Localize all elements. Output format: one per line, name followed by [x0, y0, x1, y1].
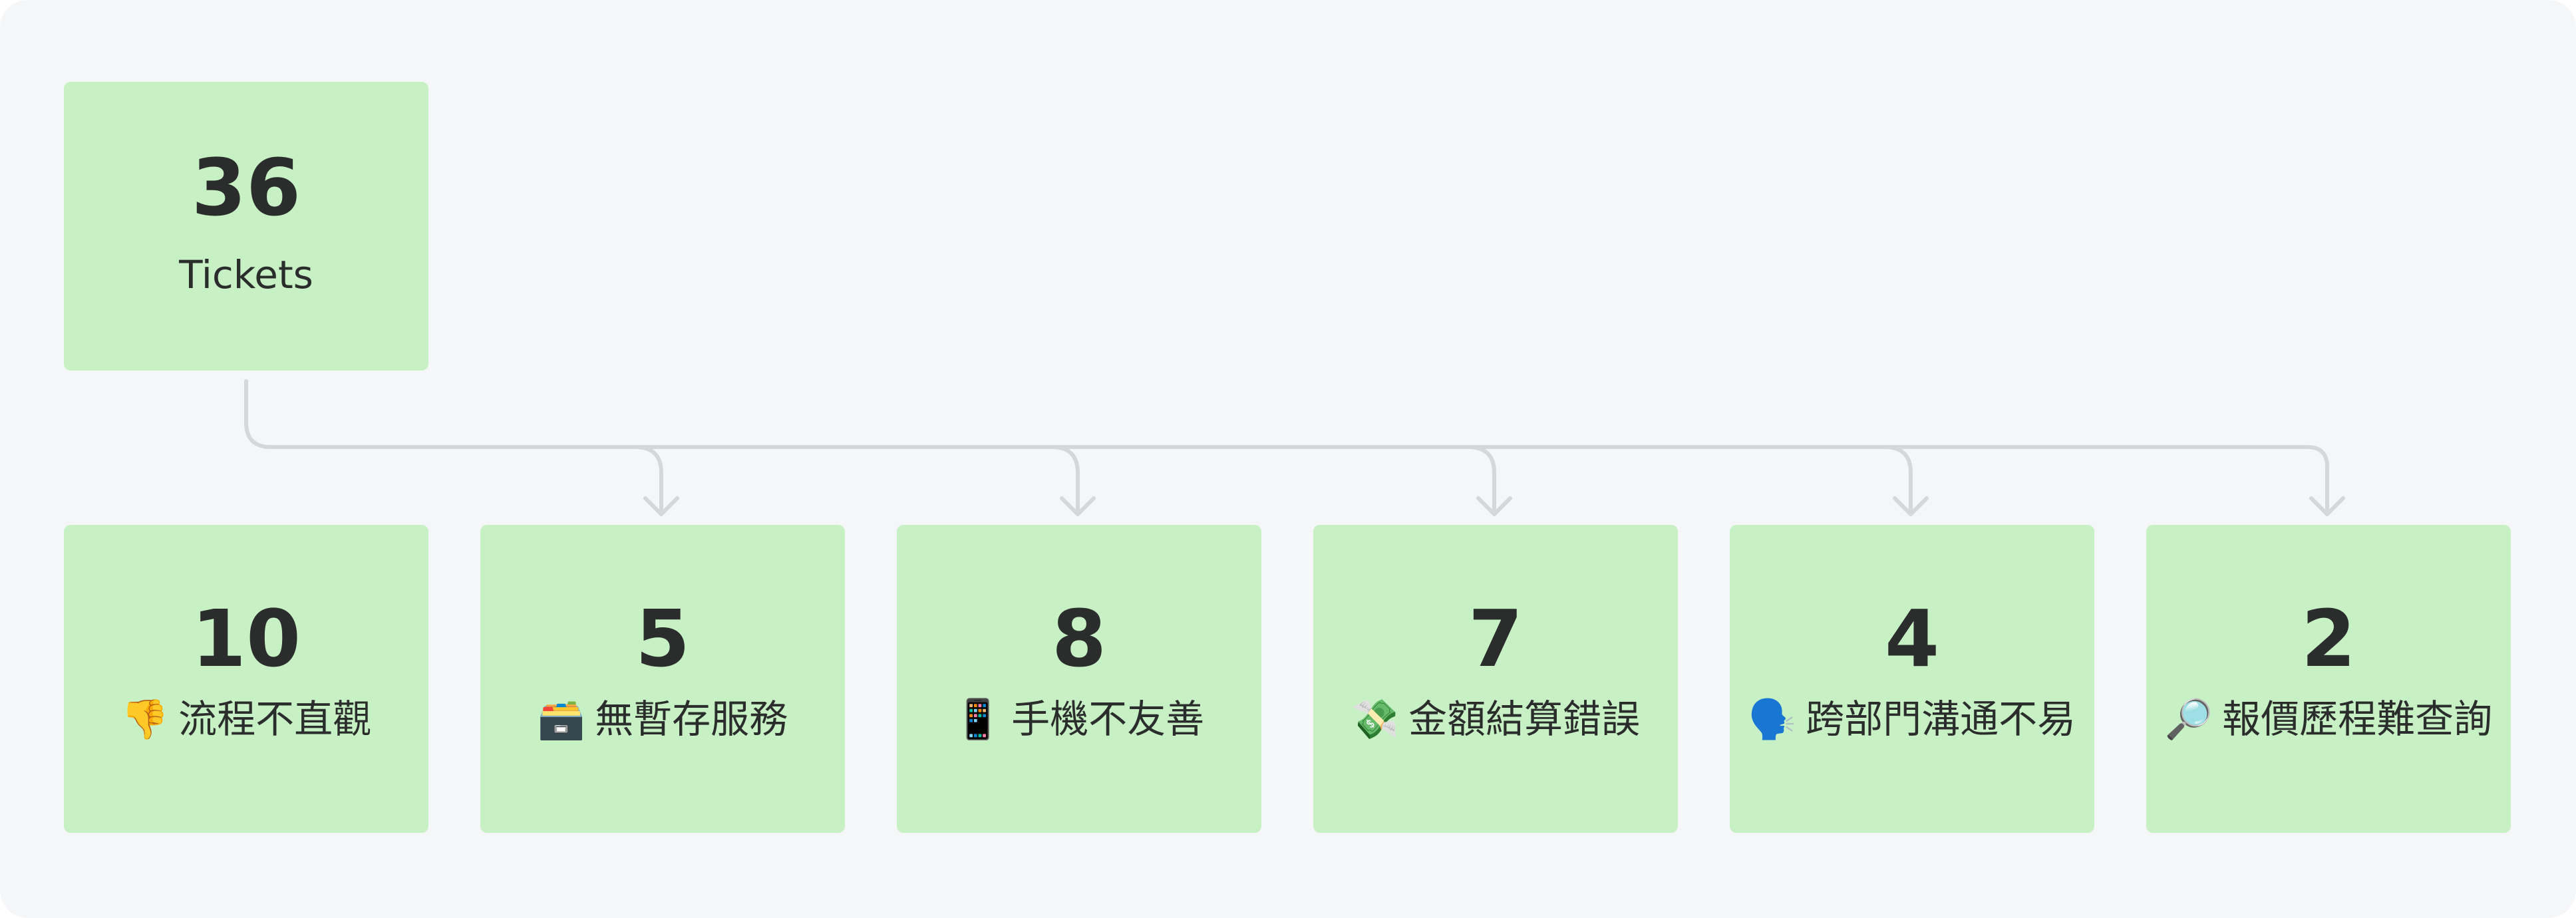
category-label-row: 🗣️ 跨部門溝通不易 — [1748, 696, 2076, 743]
category-label-row: 🗃️ 無暫存服務 — [538, 696, 788, 743]
arrowhead-3 — [1476, 496, 1512, 516]
category-card-3: 8 📱 手機不友善 — [897, 525, 1261, 833]
category-count: 2 — [2301, 593, 2356, 685]
arrowhead-4 — [1893, 496, 1929, 516]
arrowhead-1 — [643, 496, 679, 516]
category-label-row: 💸 金額結算錯誤 — [1351, 696, 1640, 743]
category-card-2: 5 🗃️ 無暫存服務 — [480, 525, 845, 833]
category-count: 7 — [1468, 593, 1524, 685]
category-card-6: 2 🔎 報價歷程難查詢 — [2146, 525, 2511, 833]
category-label: 流程不直觀 — [178, 696, 372, 742]
category-card-5: 4 🗣️ 跨部門溝通不易 — [1730, 525, 2094, 833]
category-label-row: 🔎 報價歷程難查詢 — [2165, 696, 2492, 743]
connector-branch-4 — [1883, 445, 1913, 516]
category-card-1: 10 👎 流程不直觀 — [64, 525, 428, 833]
root-label: Tickets — [179, 252, 313, 297]
category-label: 報價歷程難查詢 — [2222, 696, 2493, 742]
thumbs-down-icon: 👎 — [120, 696, 170, 742]
arrowhead-5 — [2309, 496, 2345, 516]
category-count: 10 — [191, 593, 301, 685]
category-label-row: 📱 手機不友善 — [954, 696, 1204, 743]
category-label: 手機不友善 — [1011, 696, 1205, 742]
connector-branch-3 — [1466, 445, 1496, 516]
category-count: 5 — [635, 593, 691, 685]
connector-branch-2 — [1050, 445, 1080, 516]
category-card-4: 7 💸 金額結算錯誤 — [1313, 525, 1678, 833]
file-box-icon: 🗃️ — [537, 696, 586, 742]
category-label: 跨部門溝通不易 — [1806, 696, 2076, 742]
root-count: 36 — [191, 142, 301, 233]
connector-branch-1 — [633, 445, 663, 516]
category-label-row: 👎 流程不直觀 — [121, 696, 371, 743]
connector-trunk — [244, 379, 2329, 516]
category-count: 8 — [1051, 593, 1107, 685]
arrowhead-2 — [1060, 496, 1096, 516]
category-label: 無暫存服務 — [595, 696, 788, 742]
category-count: 4 — [1884, 593, 1940, 685]
mobile-phone-icon: 📱 — [953, 696, 1003, 742]
money-with-wings-icon: 💸 — [1351, 696, 1400, 742]
speaking-head-icon: 🗣️ — [1748, 696, 1797, 742]
category-label: 金額結算錯誤 — [1408, 696, 1641, 742]
magnifier-icon: 🔎 — [2164, 696, 2213, 742]
root-card-tickets: 36 Tickets — [64, 82, 428, 371]
